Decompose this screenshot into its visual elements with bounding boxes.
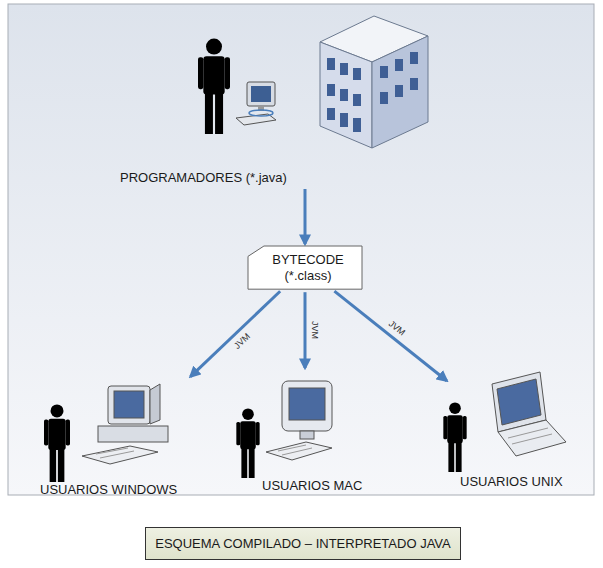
mac-users-group: USUARIOS MAC bbox=[228, 370, 388, 494]
group-label: USUARIOS UNIX bbox=[440, 474, 592, 490]
unix-laptop bbox=[492, 372, 566, 456]
programmers-group: PROGRAMADORES (*.java) bbox=[110, 14, 450, 186]
windows-desktop bbox=[82, 384, 168, 464]
caption-text: ESQUEMA COMPILADO – INTERPRETADO JAVA bbox=[155, 536, 450, 551]
unix-users-group: USUARIOS UNIX bbox=[440, 382, 592, 490]
building bbox=[320, 16, 428, 148]
file-label: BYTECODE (*.class) bbox=[262, 252, 354, 283]
mac-computer bbox=[266, 381, 332, 460]
flow-arrow bbox=[304, 189, 307, 244]
mac-user-figure bbox=[236, 408, 259, 478]
group-label: USUARIOS MAC bbox=[228, 478, 388, 494]
background-panel bbox=[8, 4, 594, 495]
windows-user-figure bbox=[44, 404, 70, 482]
group-label: USUARIOS WINDOWS bbox=[34, 482, 218, 498]
flow-arrow bbox=[190, 291, 280, 376]
flow-arrow bbox=[334, 291, 446, 381]
bytecode-file: BYTECODE (*.class) bbox=[248, 246, 362, 289]
caption-box: ESQUEMA COMPILADO – INTERPRETADO JAVA bbox=[145, 527, 460, 560]
document-outline bbox=[248, 246, 362, 289]
flow-arrow bbox=[304, 292, 307, 368]
programmer-figure bbox=[198, 39, 230, 134]
windows-users-group: USUARIOS WINDOWS bbox=[34, 378, 218, 498]
group-label: PROGRAMADORES (*.java) bbox=[110, 170, 450, 186]
programmer-computer bbox=[236, 82, 276, 125]
unix-user-figure bbox=[443, 402, 466, 472]
edge-label: JVM bbox=[310, 321, 320, 339]
